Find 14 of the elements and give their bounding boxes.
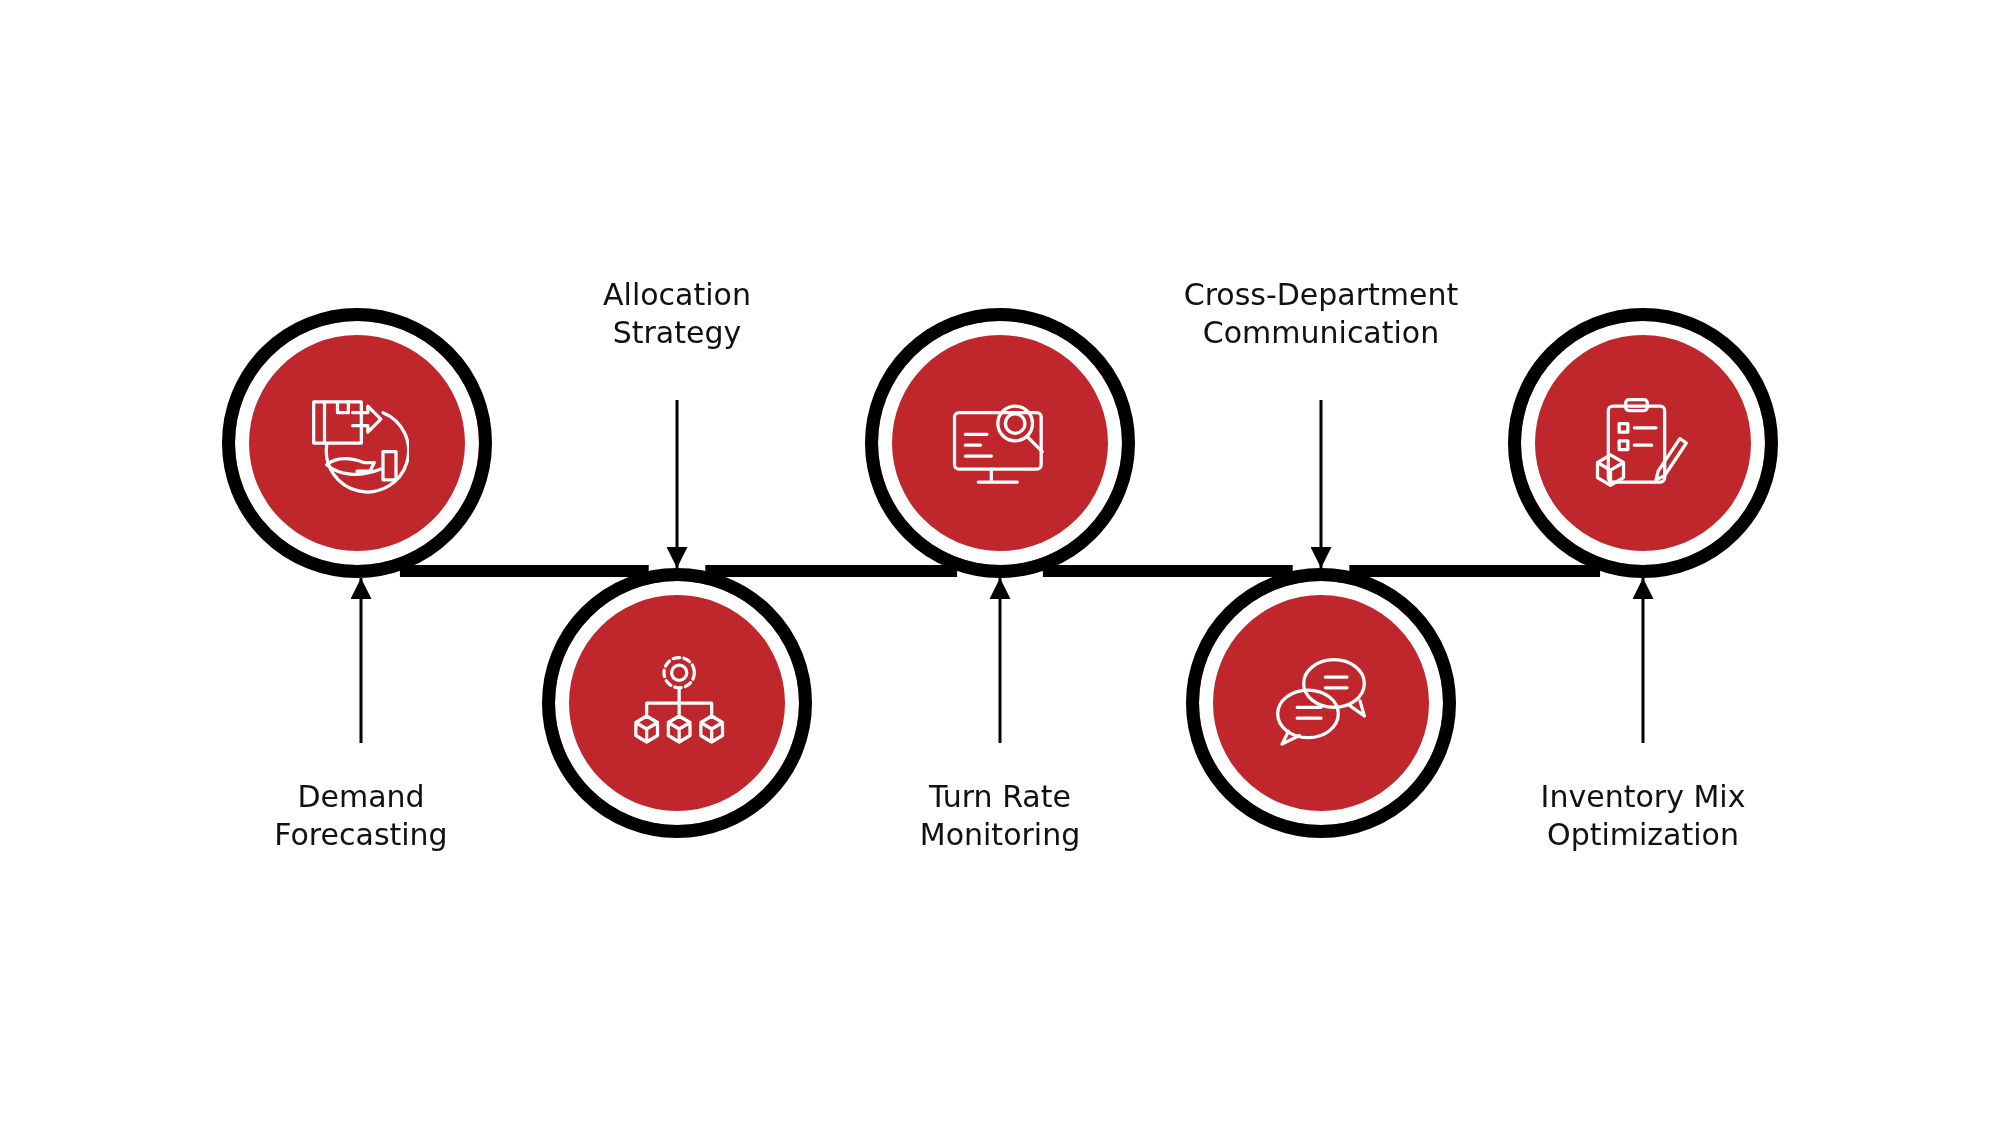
timeline-track <box>1349 565 1601 577</box>
leader-line <box>1310 400 1332 568</box>
step-label: Inventory Mix Optimization <box>1513 778 1773 854</box>
timeline-track <box>705 565 958 577</box>
leader-line <box>666 400 688 568</box>
leader-line <box>350 578 372 743</box>
leader-line <box>1632 578 1654 743</box>
leader-line <box>989 578 1011 743</box>
step-label: Turn Rate Monitoring <box>890 778 1110 854</box>
timeline-track <box>399 565 649 577</box>
step-label: Demand Forecasting <box>251 778 471 854</box>
step-label: Cross-Department Communication <box>1161 276 1481 352</box>
step-label: Allocation Strategy <box>577 276 777 352</box>
timeline-track <box>1042 565 1293 577</box>
